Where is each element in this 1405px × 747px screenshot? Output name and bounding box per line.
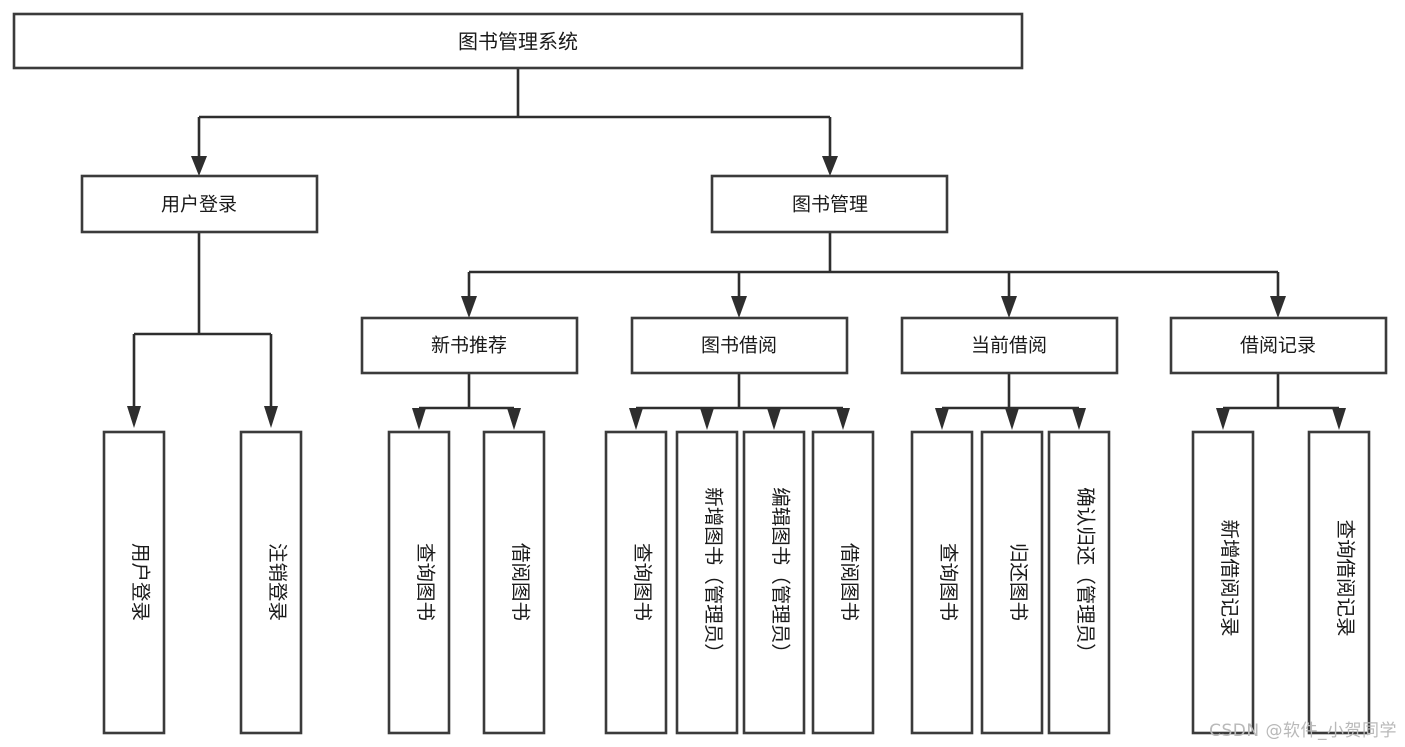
edge-group-user-login <box>127 233 278 428</box>
leaf-new-book-1-box[interactable] <box>482 430 546 735</box>
leaf-borrow-record-0-label: 新增借阅记录 <box>1218 519 1241 636</box>
leaf-borrow-record-1-label: 查询借阅记录 <box>1334 519 1357 636</box>
node-root-label: 图书管理系统 <box>458 30 578 54</box>
arrow-head-user-login-leaf-0 <box>127 406 141 428</box>
leaf-node[interactable] <box>1191 430 1255 735</box>
leaf-book-borrow-3-box[interactable] <box>811 430 875 735</box>
leaf-book-borrow-3-label: 借阅图书 <box>838 543 861 621</box>
node-user-login-label: 用户登录 <box>161 194 237 216</box>
leaf-node[interactable] <box>980 430 1044 735</box>
leaf-node[interactable] <box>675 430 739 735</box>
arrow-head-book-borrow-leaf-0 <box>629 408 643 430</box>
arrow-head-l3-1 <box>731 296 747 318</box>
node-book-manage[interactable]: 图书管理 <box>710 174 949 234</box>
leaf-borrow-record-1-box[interactable] <box>1307 430 1371 735</box>
node-root-box[interactable] <box>12 12 1024 70</box>
arrow-head-book-borrow-leaf-3 <box>836 408 850 430</box>
node-book-borrow-label: 图书借阅 <box>701 335 777 357</box>
node-borrow-record-box[interactable] <box>1169 316 1388 375</box>
leaf-current-borrow-0-label: 查询图书 <box>937 543 960 621</box>
leaf-book-borrow-2-label: 编辑图书（管理员） <box>769 487 792 663</box>
node-book-borrow[interactable]: 图书借阅 <box>630 316 849 375</box>
arrow-head-l3-3 <box>1270 296 1286 318</box>
node-user-login-box[interactable] <box>80 174 319 234</box>
node-current-borrow[interactable]: 当前借阅 <box>900 316 1119 375</box>
node-borrow-record-label: 借阅记录 <box>1240 335 1316 357</box>
leaf-user-login-0-label: 用户登录 <box>129 543 152 621</box>
arrow-head-new-book-leaf-1 <box>507 408 521 430</box>
arrow-head-user-login-leaf-1 <box>264 406 278 428</box>
leaf-user-login-1-box[interactable] <box>239 430 303 735</box>
arrow-head-book-borrow-leaf-2 <box>767 408 781 430</box>
leaf-node[interactable] <box>604 430 668 735</box>
arrow-head-current-borrow-leaf-2 <box>1072 408 1086 430</box>
leaf-new-book-0-box[interactable] <box>387 430 451 735</box>
leaf-node[interactable] <box>1307 430 1371 735</box>
leaf-user-login-0-box[interactable] <box>102 430 166 735</box>
leaf-node[interactable] <box>387 430 451 735</box>
edge-group-current-borrow <box>935 373 1086 430</box>
leaf-book-borrow-2-box[interactable] <box>742 430 806 735</box>
leaf-labels: 用户登录 注销登录 查询图书 借阅图书 查询图书 新增图书（管理员） 编辑图书（… <box>129 487 1357 663</box>
node-new-book-recommend-label: 新书推荐 <box>431 335 507 357</box>
node-user-login[interactable]: 用户登录 <box>80 174 319 234</box>
leaf-user-login-1-label: 注销登录 <box>266 543 289 621</box>
leaf-node[interactable] <box>742 430 806 735</box>
leaf-book-borrow-0-box[interactable] <box>604 430 668 735</box>
edge-group-new-book <box>412 373 521 430</box>
leaf-new-book-1-label: 借阅图书 <box>509 543 532 621</box>
leaf-book-borrow-1-box[interactable] <box>675 430 739 735</box>
node-current-borrow-label: 当前借阅 <box>971 335 1047 357</box>
node-current-borrow-box[interactable] <box>900 316 1119 375</box>
node-new-book-recommend-box[interactable] <box>360 316 579 375</box>
arrow-head-l3-2 <box>1001 296 1017 318</box>
leaf-current-borrow-2-box[interactable] <box>1047 430 1111 735</box>
leaf-new-book-0-label: 查询图书 <box>414 543 437 621</box>
edge-group-book-borrow <box>629 373 850 430</box>
arrow-head-book-borrow-leaf-1 <box>700 408 714 430</box>
arrow-head-current-borrow-leaf-0 <box>935 408 949 430</box>
leaf-book-borrow-0-label: 查询图书 <box>631 543 654 621</box>
node-new-book-recommend[interactable]: 新书推荐 <box>360 316 579 375</box>
arrow-head-user-login <box>191 156 207 176</box>
arrow-head-borrow-record-leaf-1 <box>1332 408 1346 430</box>
arrow-head-book-manage <box>822 156 838 176</box>
leaf-node[interactable] <box>102 430 166 735</box>
csdn-watermark: CSDN @软件_小贺同学 <box>1209 721 1397 741</box>
node-root[interactable]: 图书管理系统 <box>12 12 1024 70</box>
leaf-node[interactable] <box>910 430 974 735</box>
leaf-node[interactable] <box>239 430 303 735</box>
leaf-current-borrow-1-label: 归还图书 <box>1007 543 1030 621</box>
edge-group-book-manage <box>461 233 1286 318</box>
arrow-head-l3-0 <box>461 296 477 318</box>
arrow-head-new-book-leaf-0 <box>412 408 426 430</box>
leaf-book-borrow-1-label: 新增图书（管理员） <box>702 487 725 663</box>
arrow-head-borrow-record-leaf-0 <box>1216 408 1230 430</box>
arrow-head-current-borrow-leaf-1 <box>1005 408 1019 430</box>
leaf-borrow-record-0-box[interactable] <box>1191 430 1255 735</box>
leaf-node[interactable] <box>1047 430 1111 735</box>
node-borrow-record[interactable]: 借阅记录 <box>1169 316 1388 375</box>
leaf-current-borrow-1-box[interactable] <box>980 430 1044 735</box>
node-book-manage-label: 图书管理 <box>792 194 868 216</box>
node-book-borrow-box[interactable] <box>630 316 849 375</box>
leaf-node[interactable] <box>811 430 875 735</box>
node-book-manage-box[interactable] <box>710 174 949 234</box>
leaf-node[interactable] <box>482 430 546 735</box>
leaf-current-borrow-0-box[interactable] <box>910 430 974 735</box>
edge-group-borrow-record <box>1216 373 1346 430</box>
leaf-current-borrow-2-label: 确认归还（管理员） <box>1074 487 1097 663</box>
edge-group-root <box>191 68 838 176</box>
